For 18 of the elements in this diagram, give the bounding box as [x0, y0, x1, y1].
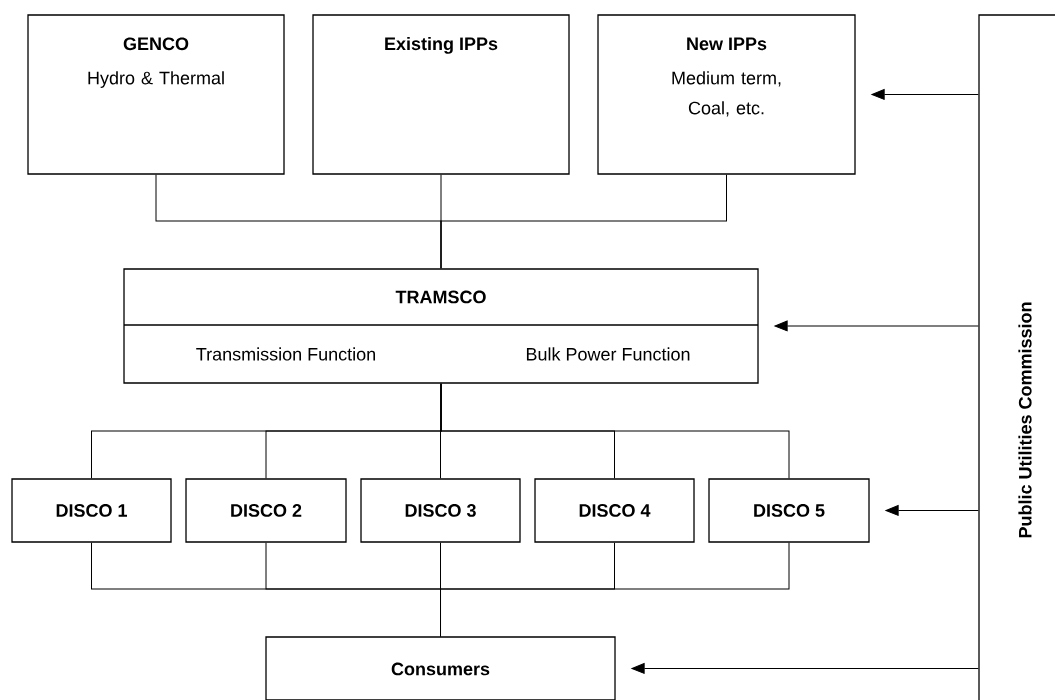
- process-box: DISCO 5: [708, 478, 870, 543]
- process-box: DISCO 3: [360, 478, 521, 543]
- arrow: [631, 663, 979, 674]
- process-box: New IPPs Medium term, Coal, etc.: [597, 14, 856, 175]
- process-box: DISCO 4: [534, 478, 695, 543]
- connector-line: [440, 542, 790, 637]
- commission-box: Public Utilities Commission: [978, 14, 1055, 700]
- process-box: GENCO Hydro & Thermal: [27, 14, 285, 175]
- connector-line: [440, 174, 727, 269]
- process-box: DISCO 2: [185, 478, 347, 543]
- process-box: Consumers: [265, 636, 616, 700]
- arrow: [885, 505, 979, 516]
- arrow: [774, 320, 979, 332]
- process-box: TRAMSCO Transmission Function Bulk Power Function: [123, 268, 759, 384]
- connector-line: [440, 383, 790, 479]
- process-box: Existing IPPs: [312, 14, 570, 175]
- process-box: DISCO 1: [11, 478, 172, 543]
- arrow: [871, 89, 979, 100]
